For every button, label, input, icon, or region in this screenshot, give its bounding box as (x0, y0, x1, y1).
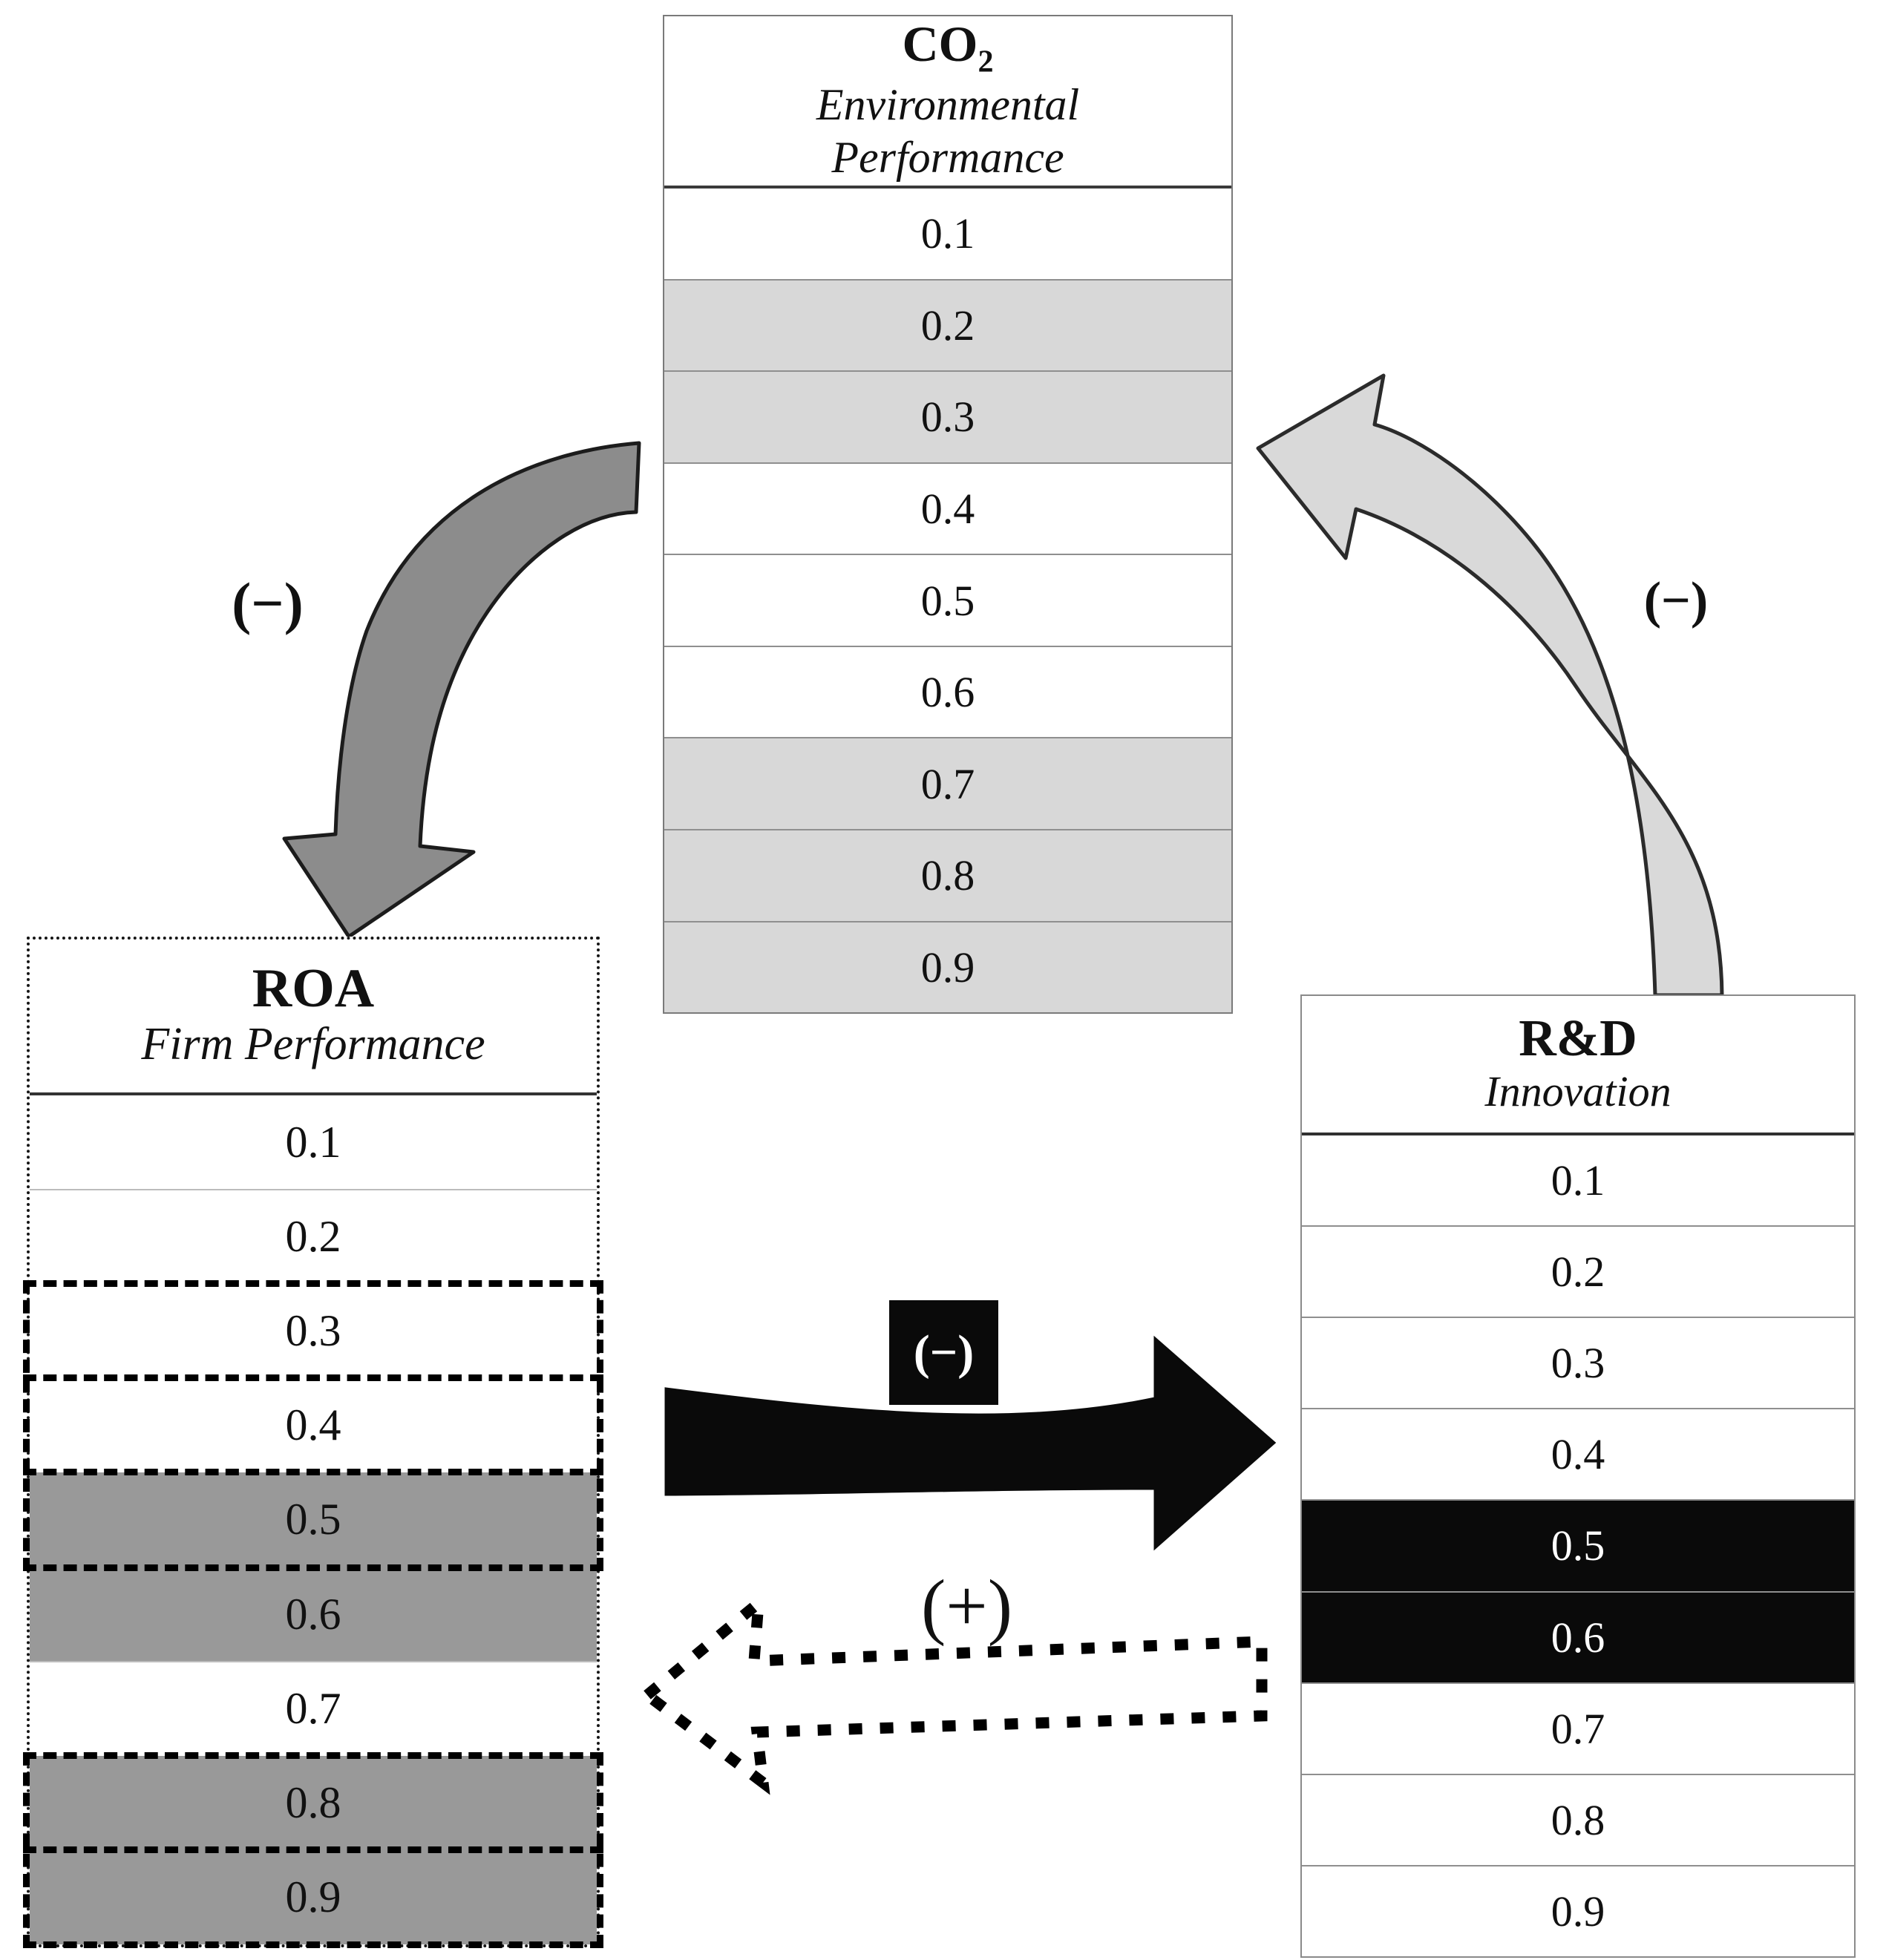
co2-title-subscript: 2 (978, 44, 994, 79)
row-value: 0.2 (1551, 1248, 1605, 1297)
row-value: 0.9 (1551, 1887, 1605, 1936)
co2-to-roa-sign-label: (−) (232, 571, 304, 635)
table-row: 0.9 (23, 1846, 603, 1944)
row-value: 0.6 (1551, 1613, 1605, 1662)
roa-title: ROA (252, 957, 375, 1019)
co2-table: CO2 Environmental Performance 0.1 0.2 0.… (663, 15, 1233, 1014)
roa-dashed-group-2: 0.8 0.9 (23, 1751, 603, 1949)
table-row: 0.4 (23, 1374, 603, 1473)
co2-subtitle: Environmental Performance (816, 79, 1079, 184)
row-value: 0.5 (1551, 1521, 1605, 1570)
row-value: 0.2 (920, 301, 975, 350)
roa-table: ROA Firm Performance 0.1 0.2 0.3 0.4 0.5… (23, 937, 603, 1949)
table-row: 0.2 (664, 278, 1231, 371)
row-value: 0.1 (920, 209, 975, 258)
rd-header: R&D Innovation (1302, 996, 1854, 1135)
row-value: 0.5 (285, 1495, 341, 1544)
table-row: 0.3 (1302, 1317, 1854, 1409)
co2-rows: 0.1 0.2 0.3 0.4 0.5 0.6 0.7 0.8 0.9 (664, 189, 1231, 1013)
table-row: 0.1 (30, 1095, 597, 1190)
table-row: 0.3 (664, 370, 1231, 462)
row-value: 0.8 (920, 851, 975, 900)
table-row: 0.6 (30, 1567, 597, 1662)
row-value: 0.3 (285, 1306, 341, 1356)
roa-rows: 0.1 0.2 0.3 0.4 0.5 0.6 0.7 0.8 0.9 (23, 1095, 603, 1949)
row-value: 0.3 (920, 393, 975, 442)
row-value: 0.9 (920, 943, 975, 992)
table-row: 0.7 (664, 737, 1231, 829)
table-row: 0.6 (664, 645, 1231, 738)
table-row: 0.5 (1302, 1499, 1854, 1591)
co2-to-roa-arrow (282, 441, 641, 939)
table-row: 0.7 (1302, 1682, 1854, 1774)
row-value: 0.4 (285, 1400, 341, 1450)
row-value: 0.1 (285, 1118, 341, 1167)
roa-header: ROA Firm Performance (30, 940, 597, 1095)
roa-subtitle: Firm Performance (141, 1019, 485, 1070)
row-value: 0.4 (920, 484, 975, 533)
roa-to-rd-sign-label: (−) (889, 1300, 998, 1405)
table-row: 0.8 (30, 1755, 597, 1850)
table-row: 0.5 (664, 554, 1231, 646)
row-value: 0.1 (1551, 1156, 1605, 1205)
table-row: 0.9 (664, 920, 1231, 1013)
co2-title: CO2 (902, 16, 994, 79)
row-value: 0.4 (1551, 1430, 1605, 1479)
rd-to-co2-sign-label: (−) (1643, 572, 1709, 629)
roa-dashed-group-1: 0.3 0.4 0.5 (23, 1280, 603, 1571)
table-row: 0.1 (664, 189, 1231, 279)
roa-to-rd-arrow (664, 1335, 1277, 1551)
row-value: 0.9 (285, 1872, 341, 1921)
rd-to-roa-dotted-arrow (638, 1590, 1268, 1795)
rd-subtitle: Innovation (1484, 1066, 1671, 1115)
table-row: 0.5 (23, 1469, 603, 1567)
row-value: 0.7 (1551, 1704, 1605, 1753)
table-row: 0.8 (1302, 1773, 1854, 1865)
rd-to-roa-sign-label: (+) (921, 1564, 1012, 1647)
table-row: 0.2 (1302, 1225, 1854, 1317)
co2-header: CO2 Environmental Performance (664, 16, 1231, 189)
table-row: 0.8 (664, 828, 1231, 921)
table-row: 0.4 (1302, 1408, 1854, 1500)
row-value: 0.6 (920, 668, 975, 717)
row-value: 0.7 (285, 1683, 341, 1733)
rd-table: R&D Innovation 0.1 0.2 0.3 0.4 0.5 0.6 0… (1300, 994, 1856, 1958)
row-value: 0.5 (920, 576, 975, 625)
row-value: 0.2 (285, 1212, 341, 1262)
row-value: 0.6 (285, 1589, 341, 1639)
table-row: 0.1 (1302, 1135, 1854, 1226)
co2-subtitle-line2: Performance (831, 132, 1064, 182)
row-value: 0.8 (1551, 1795, 1605, 1844)
row-value: 0.7 (920, 759, 975, 808)
table-row: 0.7 (30, 1660, 597, 1756)
row-value: 0.8 (285, 1777, 341, 1827)
row-value: 0.3 (1551, 1339, 1605, 1388)
rd-rows: 0.1 0.2 0.3 0.4 0.5 0.6 0.7 0.8 0.9 (1302, 1135, 1854, 1956)
rd-title: R&D (1519, 1010, 1637, 1068)
table-row: 0.4 (664, 462, 1231, 554)
table-row: 0.9 (1302, 1864, 1854, 1956)
table-row: 0.6 (1302, 1590, 1854, 1682)
table-row: 0.2 (30, 1189, 597, 1285)
rd-to-co2-arrow (1256, 373, 1724, 997)
co2-subtitle-line1: Environmental (816, 80, 1080, 130)
table-row: 0.3 (30, 1284, 597, 1379)
